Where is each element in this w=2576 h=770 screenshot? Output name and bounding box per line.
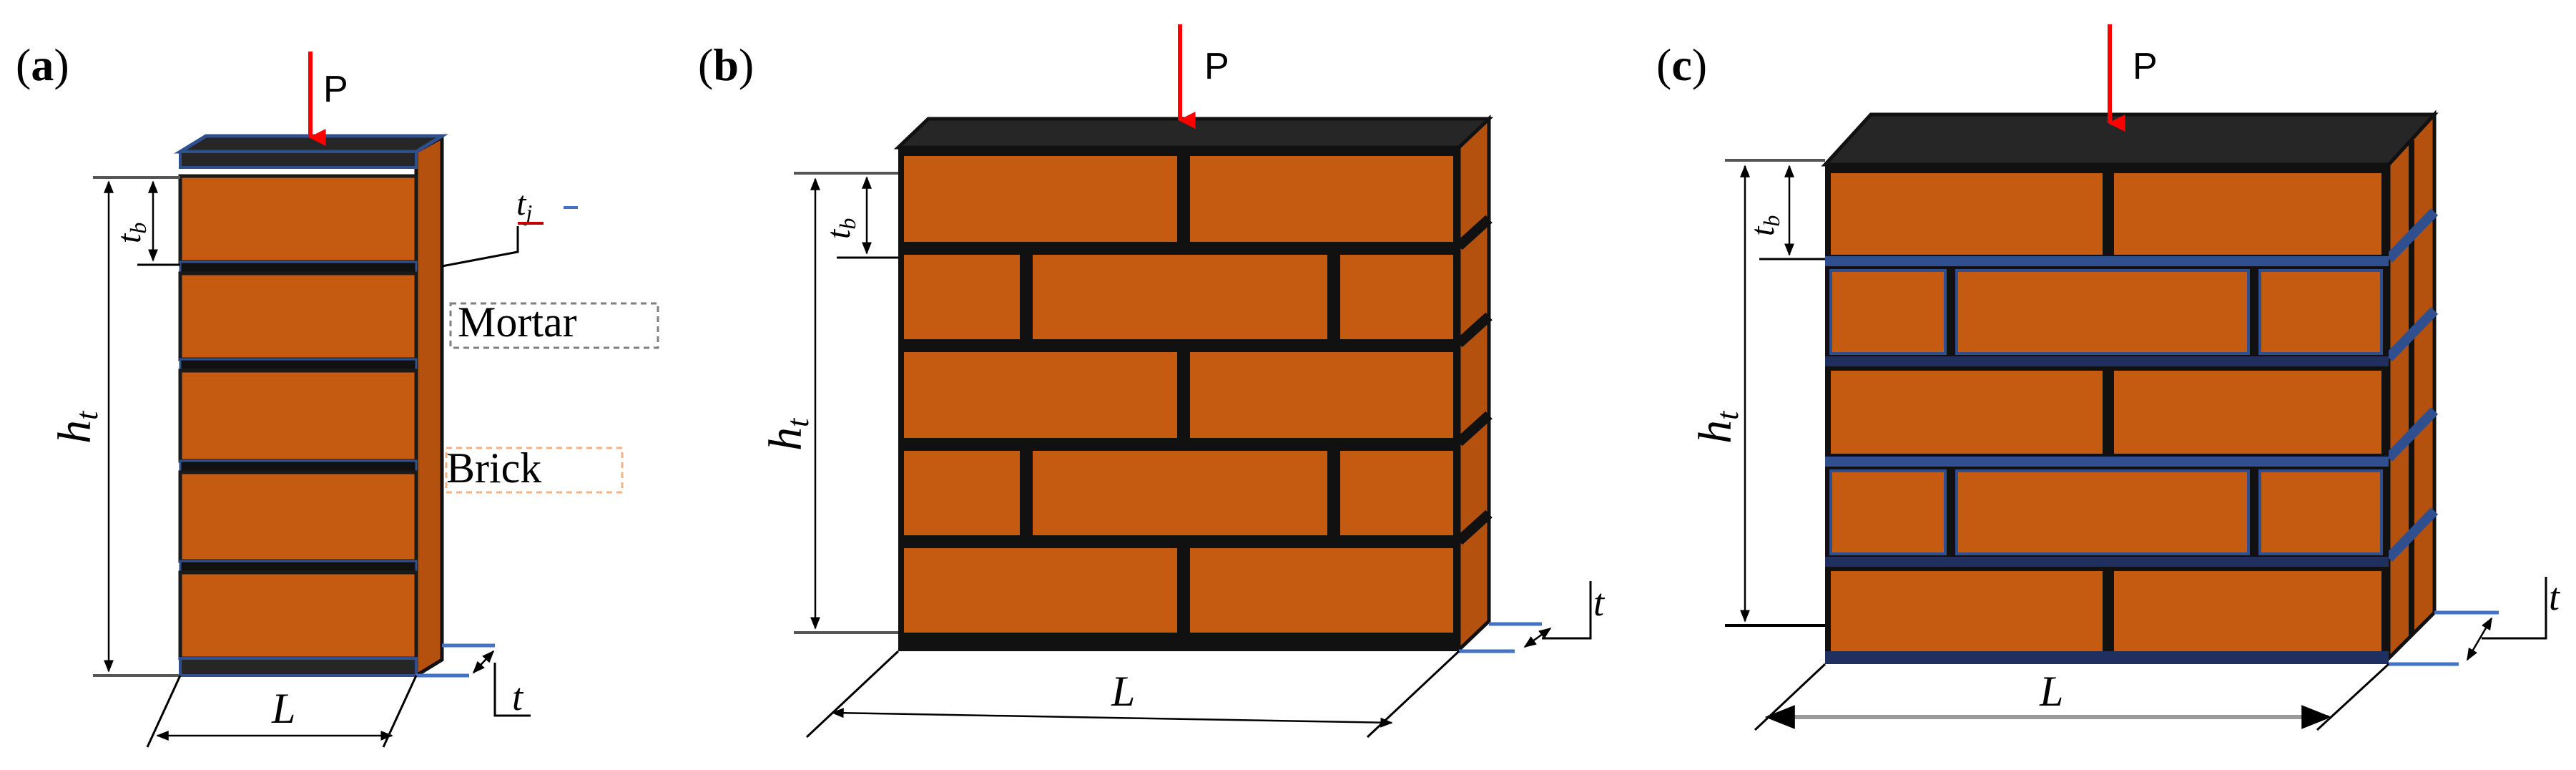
- load-label: P: [2133, 46, 2158, 87]
- top-cap: [174, 134, 448, 154]
- brick-thickness-label: tb: [110, 223, 151, 243]
- mortar-callout-label: Mortar: [458, 298, 577, 346]
- wallette-specimen-two-wythe: [1821, 109, 2439, 664]
- thickness-leader-line: [493, 663, 531, 717]
- brick: [1831, 173, 2103, 255]
- brick: [178, 174, 418, 264]
- brick: [2258, 469, 2383, 555]
- wallette-side-face: [1457, 114, 1491, 654]
- base-plate: [898, 633, 1459, 651]
- mortar-joint: [1825, 356, 2389, 366]
- load-label: P: [1204, 46, 1229, 87]
- brick: [178, 470, 418, 563]
- mortar-joint: [1825, 557, 2389, 567]
- thickness-dimension-line: [472, 650, 495, 674]
- side-face-joints: [2384, 208, 2439, 562]
- thickness-leader-line: [1542, 581, 1592, 640]
- thickness-label: t: [512, 676, 524, 718]
- top-cap-front: [179, 150, 418, 169]
- brick: [1955, 269, 2250, 355]
- panel-a: (a) P ht t: [16, 39, 659, 748]
- brick: [178, 570, 418, 661]
- brick: [178, 271, 418, 361]
- top-cap: [893, 117, 1494, 150]
- brick: [1033, 255, 1327, 339]
- length-label: L: [2039, 668, 2063, 715]
- thickness-label: t: [1593, 581, 1606, 624]
- brick: [1831, 571, 2103, 651]
- wallette-specimen: [893, 114, 1494, 654]
- height-label: ht: [49, 410, 104, 444]
- brick: [2258, 269, 2383, 355]
- mortar-callout-box: [449, 302, 659, 349]
- brick: [178, 369, 418, 463]
- length-extension-left: [805, 650, 900, 739]
- thickness-leader-line: [2482, 577, 2547, 640]
- length-extension-right: [1366, 650, 1460, 739]
- mortar-joint: [1825, 256, 2389, 266]
- brick: [1831, 371, 2103, 454]
- prism-side-face: [414, 134, 444, 679]
- side-face-joints: [1455, 215, 1493, 545]
- panel-a-label: (a): [16, 39, 69, 90]
- brick: [2114, 173, 2381, 255]
- height-label: ht: [759, 417, 815, 451]
- length-extension-left: [1754, 663, 1827, 731]
- brick: [1190, 156, 1453, 242]
- brick-thickness-label: tb: [820, 218, 860, 239]
- top-cap: [1821, 112, 2439, 167]
- length-dimension-line: [831, 708, 1393, 728]
- mortar-joint: [1825, 457, 2389, 467]
- brick: [1033, 451, 1327, 535]
- brick: [2114, 371, 2381, 454]
- panel-c: (c): [1656, 24, 2561, 731]
- load-label: P: [323, 69, 348, 110]
- brick: [904, 156, 1177, 242]
- brick: [904, 451, 1020, 535]
- brick-thickness-label: tb: [1744, 215, 1784, 236]
- base-plate: [1825, 651, 2389, 664]
- height-label: ht: [1689, 410, 1745, 444]
- brick-callout-label: Brick: [446, 444, 541, 492]
- thickness-dimension-line: [2466, 617, 2493, 661]
- length-label: L: [1111, 668, 1135, 715]
- brick: [904, 255, 1020, 339]
- panel-b: (b): [698, 24, 1606, 739]
- brick: [904, 548, 1177, 633]
- brick: [1190, 548, 1453, 633]
- panel-b-label: (b): [698, 39, 754, 90]
- length-label: L: [271, 685, 295, 732]
- length-extension-right: [2316, 663, 2390, 731]
- brick: [2114, 571, 2381, 651]
- length-extension-left: [146, 675, 182, 748]
- brick: [1955, 469, 2250, 555]
- brick: [904, 352, 1177, 438]
- panel-c-label: (c): [1656, 39, 1707, 90]
- prism-specimen: [174, 134, 448, 679]
- thickness-label: t: [2549, 575, 2561, 618]
- brick: [1340, 255, 1453, 339]
- brick: [1340, 451, 1453, 535]
- joint-leader-line: [441, 226, 519, 268]
- brick: [1829, 469, 1947, 555]
- joint-thickness-label: tj: [516, 185, 532, 225]
- base-plate: [179, 657, 418, 677]
- brick: [1190, 352, 1453, 438]
- thickness-dimension-line: [1523, 627, 1552, 648]
- brick: [1829, 269, 1947, 355]
